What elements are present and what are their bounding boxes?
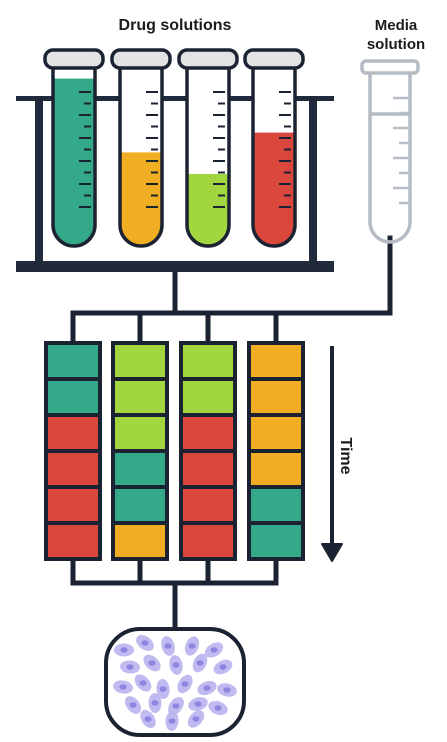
cell-nucleus <box>172 662 180 668</box>
channel-segment <box>44 485 102 525</box>
tube-graduations <box>213 91 225 208</box>
channel-segment <box>179 377 237 417</box>
tube-cap <box>243 48 305 70</box>
tube-liquid <box>120 152 162 246</box>
cell-nucleus <box>196 660 204 666</box>
cell-nucleus <box>148 660 156 666</box>
channel-segment <box>111 521 169 561</box>
cell-nucleus <box>168 718 176 724</box>
cell-nucleus <box>164 643 172 649</box>
tube-graduations <box>79 91 91 208</box>
cell-nucleus <box>219 664 227 670</box>
cell-nucleus <box>141 640 149 646</box>
time-arrow <box>321 346 343 562</box>
tube-liquid <box>53 78 95 246</box>
channel-segment <box>44 377 102 417</box>
tube-outline <box>185 64 231 248</box>
outlet-manifold-pipe <box>70 556 279 586</box>
tube-outline <box>118 64 164 248</box>
rack-left-post <box>35 96 43 266</box>
channel-segment <box>44 341 102 381</box>
channel-4 <box>247 341 305 561</box>
connector-pipes <box>70 235 393 633</box>
cell-nucleus <box>159 686 167 692</box>
cell-nucleus <box>210 647 218 653</box>
channel-segment <box>44 521 102 561</box>
channel-segment <box>111 413 169 453</box>
time-arrow-head <box>321 543 343 562</box>
time-label: Time <box>337 437 354 475</box>
channel-segment <box>111 377 169 417</box>
channel-3 <box>179 341 237 561</box>
channel-segment <box>111 485 169 525</box>
channel-segment <box>247 341 305 381</box>
tube-graduations <box>279 91 291 208</box>
cell-nucleus <box>139 680 147 686</box>
channel-segment <box>111 449 169 489</box>
channel-2 <box>111 341 169 561</box>
cell-nucleus <box>203 685 211 691</box>
media-tube-body <box>368 72 412 244</box>
rack-right-post <box>309 96 317 266</box>
channel-segment <box>179 449 237 489</box>
channel-segment <box>179 485 237 525</box>
cell-nucleus <box>144 716 152 722</box>
cell-nucleus <box>181 681 189 687</box>
media-solution-label: Media solution <box>345 16 447 54</box>
tube-cap <box>43 48 105 70</box>
drug-tube-yellow <box>110 48 172 248</box>
cell-nucleus <box>192 716 200 722</box>
channel-segment <box>179 341 237 381</box>
cell-nucleus <box>223 687 231 693</box>
rack-top-rail <box>16 96 334 101</box>
cell-nucleus <box>172 703 180 709</box>
rack-base <box>16 261 334 272</box>
channel-segment <box>247 485 305 525</box>
tube-outline <box>51 64 97 248</box>
drug-solutions-label: Drug solutions <box>118 17 232 34</box>
cells <box>113 635 237 731</box>
tube-liquid <box>253 132 295 246</box>
tube-liquid <box>187 174 229 246</box>
cell-nucleus <box>120 647 128 653</box>
media-tube-cap <box>360 59 420 75</box>
channel-segment <box>179 521 237 561</box>
tube-cap <box>110 48 172 70</box>
tube-cap <box>177 48 239 70</box>
cell-nucleus <box>194 701 202 707</box>
channel-segment <box>111 341 169 381</box>
tube-graduations <box>146 91 158 208</box>
channel-segment <box>179 413 237 453</box>
channel-segment <box>247 377 305 417</box>
media-pipe <box>70 235 393 346</box>
cell-nucleus <box>119 684 127 690</box>
cell-nucleus <box>126 664 134 670</box>
cell-nucleus <box>129 702 137 708</box>
media-tube <box>360 59 420 244</box>
channel-segment <box>247 521 305 561</box>
cell-nucleus <box>188 643 196 649</box>
media-label-line2: solution <box>366 36 426 53</box>
cell-nucleus <box>151 700 159 706</box>
media-label-line1: Media <box>374 17 418 34</box>
drug-tube-green <box>43 48 105 248</box>
channel-1 <box>44 341 102 561</box>
drug-tube-lime <box>177 48 239 248</box>
cell-nucleus <box>214 705 222 711</box>
channel-segment <box>247 413 305 453</box>
cell-chamber <box>104 627 246 737</box>
channel-segment <box>247 449 305 489</box>
media-graduations <box>393 96 409 205</box>
channel-segment <box>44 413 102 453</box>
tube-outline <box>251 64 297 248</box>
drug-tube-red <box>243 48 305 248</box>
channel-segment <box>44 449 102 489</box>
